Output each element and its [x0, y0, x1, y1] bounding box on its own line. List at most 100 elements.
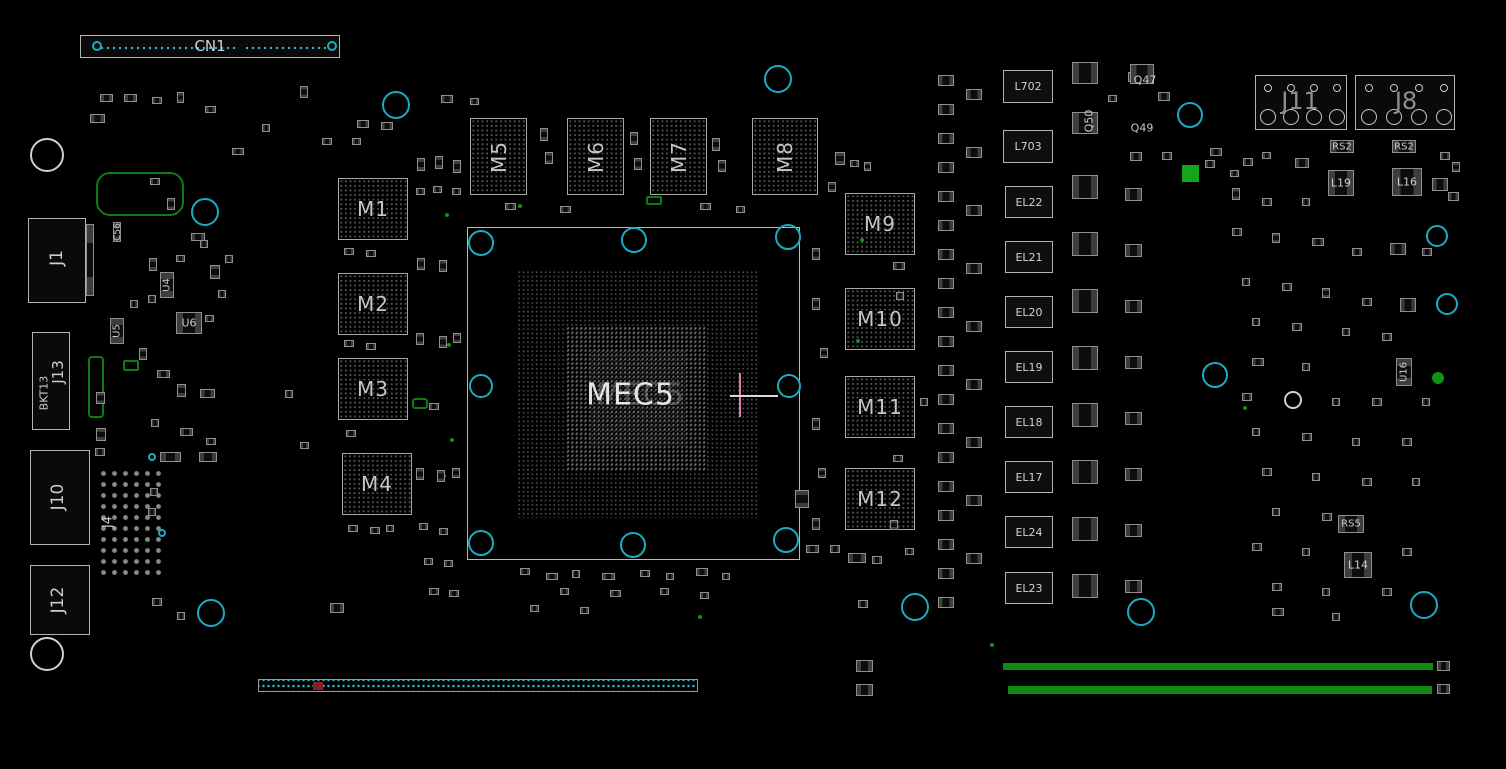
memory-chip-m5[interactable]: M5: [470, 118, 527, 195]
passive-component: [167, 198, 175, 210]
passive-component: [300, 442, 309, 449]
connector-j12[interactable]: [30, 565, 90, 635]
passive-component: [1322, 513, 1332, 521]
mounting-hole: [92, 41, 102, 51]
passive-component: [660, 588, 669, 595]
memory-chip-m6[interactable]: M6: [567, 118, 624, 195]
green-test-point: [698, 615, 702, 619]
passive-component: [966, 205, 982, 216]
refdes-label-l16[interactable]: L16: [1396, 175, 1418, 189]
inductor-el21[interactable]: EL21: [1005, 241, 1053, 273]
refdes-label-l14[interactable]: L14: [1347, 558, 1369, 572]
passive-component: [1072, 403, 1098, 427]
passive-component: [1210, 148, 1222, 156]
memory-chip-m7[interactable]: M7: [650, 118, 707, 195]
refdes-label-u16[interactable]: U16: [1398, 361, 1410, 383]
mounting-hole: [327, 41, 337, 51]
refdes-label-j11[interactable]: J11: [1281, 87, 1319, 115]
refdes-label-j10[interactable]: J10: [48, 483, 68, 511]
inductor-el24[interactable]: EL24: [1005, 516, 1053, 548]
memory-chip-m9[interactable]: M9: [845, 193, 915, 255]
refdes-label-c56[interactable]: C56: [113, 223, 123, 241]
connector-j11[interactable]: [1255, 75, 1347, 130]
refdes-label-rs5[interactable]: RS5: [1341, 518, 1361, 530]
bottom-edge-connector[interactable]: [258, 679, 698, 692]
passive-component: [151, 419, 159, 427]
inductor-l703[interactable]: L703: [1003, 130, 1053, 163]
refdes-label-j1[interactable]: J1: [47, 250, 67, 266]
memory-chip-m2[interactable]: M2: [338, 273, 408, 335]
memory-chip-m3[interactable]: M3: [338, 358, 408, 420]
inductor-el23[interactable]: EL23: [1005, 572, 1053, 604]
connector-j1[interactable]: [28, 218, 86, 303]
mounting-hole: [621, 227, 647, 253]
memory-chip-m4[interactable]: M4: [342, 453, 412, 515]
memory-chip-m1[interactable]: M1: [338, 178, 408, 240]
passive-component: [1382, 333, 1392, 341]
memory-chip-m10[interactable]: M10: [845, 288, 915, 350]
refdes-label-cn1[interactable]: CN1: [194, 37, 226, 55]
refdes-label-rs2[interactable]: RS2: [1332, 141, 1352, 153]
passive-component: [1108, 95, 1117, 102]
passive-component: [1352, 248, 1362, 256]
passive-component: [1232, 188, 1240, 200]
refdes-label-j12[interactable]: J12: [48, 586, 68, 614]
passive-component: [1362, 298, 1372, 306]
refdes-label-bkt13[interactable]: BKT13: [37, 375, 51, 411]
passive-component: [1125, 188, 1142, 201]
connector-j10[interactable]: [30, 450, 90, 545]
passive-component: [820, 348, 828, 358]
refdes-label-u6[interactable]: U6: [181, 316, 197, 330]
connector-j8[interactable]: [1355, 75, 1455, 130]
memory-chip-m11[interactable]: M11: [845, 376, 915, 438]
refdes-label-j8[interactable]: J8: [1394, 87, 1418, 115]
connector-j13[interactable]: [32, 332, 70, 430]
passive-component: [417, 158, 425, 171]
passive-component: [210, 265, 220, 279]
passive-component: [546, 573, 558, 580]
refdes-label-j13[interactable]: J13: [49, 360, 67, 384]
refdes-label-j4[interactable]: J4: [100, 515, 116, 529]
passive-component: [191, 233, 205, 241]
memory-chip-m8[interactable]: M8: [752, 118, 818, 195]
passive-component: [696, 568, 708, 576]
passive-component: [439, 260, 447, 272]
passive-component: [370, 527, 380, 534]
passive-component: [1272, 508, 1280, 516]
refdes-label-q50[interactable]: Q50: [1082, 109, 1096, 133]
inductor-el22[interactable]: EL22: [1005, 186, 1053, 218]
passive-component: [1125, 412, 1142, 425]
inductor-el17[interactable]: EL17: [1005, 461, 1053, 493]
mounting-hole: [382, 91, 410, 119]
passive-component: [580, 607, 589, 614]
inductor-el20[interactable]: EL20: [1005, 296, 1053, 328]
memory-chip-label: M5: [486, 140, 511, 173]
memory-chip-label: M2: [357, 292, 389, 316]
inductor-el18[interactable]: EL18: [1005, 406, 1053, 438]
passive-component: [1072, 517, 1098, 541]
green-component[interactable]: [1182, 165, 1199, 182]
passive-component: [1328, 170, 1354, 196]
refdes-label-l19[interactable]: L19: [1330, 176, 1352, 190]
passive-component: [470, 98, 479, 105]
refdes-label-q49[interactable]: Q49: [1130, 121, 1154, 135]
memory-chip-m12[interactable]: M12: [845, 468, 915, 530]
passive-component: [1412, 478, 1420, 486]
passive-component: [920, 398, 928, 406]
passive-component: [1072, 574, 1098, 598]
refdes-label-u4[interactable]: U4: [161, 278, 173, 292]
passive-component: [1125, 244, 1142, 257]
passive-component: [818, 468, 826, 478]
mounting-hole: [764, 65, 792, 93]
connector-cn1[interactable]: [80, 35, 340, 58]
cn1-pad-row: [244, 43, 326, 52]
mounting-hole: [148, 453, 156, 461]
refdes-label-u5[interactable]: U5: [111, 324, 123, 338]
passive-component: [736, 206, 745, 213]
inductor-l702[interactable]: L702: [1003, 70, 1053, 103]
connector-j4[interactable]: [98, 468, 166, 580]
refdes-label-rs2[interactable]: RS2: [1394, 141, 1414, 153]
refdes-label-q47[interactable]: Q47: [1133, 73, 1157, 87]
passive-component: [1125, 468, 1142, 481]
inductor-el19[interactable]: EL19: [1005, 351, 1053, 383]
